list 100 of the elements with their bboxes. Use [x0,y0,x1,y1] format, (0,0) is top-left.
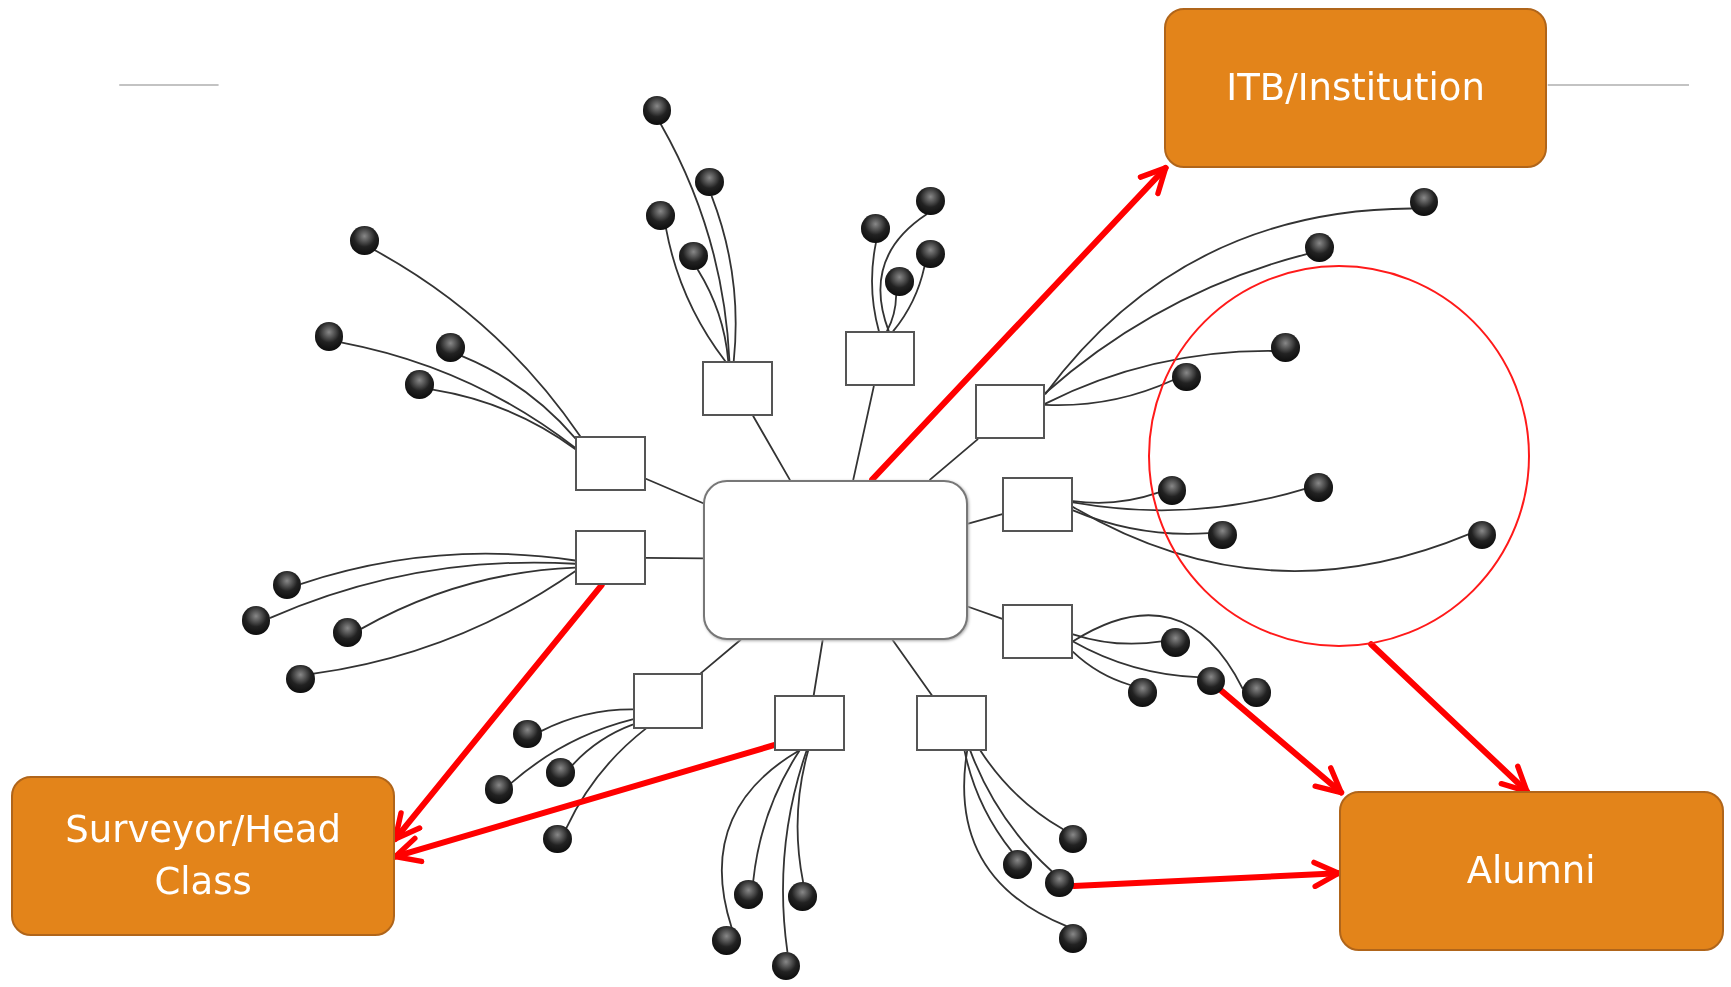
dot-node [1409,187,1439,217]
connector-line [1072,506,1470,572]
connector-line [461,355,577,439]
connector-line [891,638,933,697]
dot-node [645,200,675,230]
square-node [974,384,1046,440]
dot-node [272,570,302,600]
connector-line [696,268,730,362]
connector-line [967,605,1004,620]
dot-node [513,719,542,749]
connector-line [665,227,727,362]
connector-line [644,477,705,505]
dot-node [788,882,817,911]
connector-line [879,213,928,333]
connector-line [886,294,898,333]
dot-node [734,879,763,909]
connector-line [1072,651,1132,686]
dot-node [642,96,672,125]
square-node [1002,603,1073,660]
connector-line [1072,509,1210,535]
dot-node [1304,232,1334,262]
connector-line [312,570,577,675]
dot-node [695,167,725,197]
node-label: ITB/Institution [1226,65,1485,112]
dot-node [1196,666,1226,696]
square-node [844,331,916,387]
square-node [773,695,845,751]
square-node [1002,476,1073,533]
hub-box [703,479,969,640]
dot-node [1208,520,1237,550]
dot-node [543,824,572,854]
dot-node [1045,868,1075,898]
dot-node [861,214,890,243]
square-node [916,695,987,751]
connector-line [341,341,577,449]
square-node [575,529,646,586]
dot-node [285,664,315,694]
dot-node [436,333,465,363]
connector-line [360,566,577,630]
connector-line [1072,640,1199,679]
connector-line [510,718,634,784]
dot-node [546,758,576,788]
connector-line [969,749,1053,873]
dot-node [1171,362,1201,392]
dot-node [1058,924,1088,953]
connector-line [1072,633,1163,645]
dot-node [1003,850,1033,879]
connector-line [752,749,801,882]
connector-line [540,708,634,732]
dot-node [1304,473,1334,502]
connector-line [565,727,647,829]
dot-node [1058,824,1088,854]
connector-line [963,749,1067,927]
connector-line [963,749,1013,853]
dot-node [405,369,434,399]
node-label: Surveyor/Head Class [64,806,342,905]
dot-node [241,606,271,635]
dot-node [916,186,945,216]
process-box [1338,790,1724,952]
connector-line [1044,379,1174,407]
connector-line [967,513,1004,525]
connector-line [699,638,742,675]
dot-node [1157,476,1187,506]
connector-line [1072,491,1159,504]
connector-line [571,723,634,766]
dot-node [1271,332,1300,362]
highlight-circle [1148,264,1531,647]
connector-line [929,438,979,481]
connector-line [1044,253,1308,394]
connector-line [720,749,800,929]
square-node [632,673,704,729]
connector-line [644,556,705,560]
dot-node [484,774,514,804]
process-box [11,775,396,936]
process-box [1164,8,1548,169]
connector-line [300,552,577,585]
connector-line [979,749,1064,830]
connector-line [374,249,581,437]
connector-line [1072,487,1306,512]
square-node [702,361,773,417]
connector-line [659,123,731,362]
dot-node [771,951,801,981]
connector-line [852,385,875,481]
dot-node [1467,520,1497,550]
dot-node [349,226,379,255]
dot-node [712,926,741,955]
connector-line [710,195,737,362]
dot-node [916,239,945,269]
dot-node [314,322,344,352]
arrow [1218,687,1345,796]
connector-line [269,561,577,619]
dot-node [1128,677,1157,707]
connector-line [871,241,880,333]
dot-node [678,241,708,271]
square-node [575,436,646,492]
dot-node [1161,628,1191,657]
dot-node [333,618,363,647]
connector-line [892,265,926,333]
dot-node [1241,677,1271,707]
connector-line [752,415,791,481]
